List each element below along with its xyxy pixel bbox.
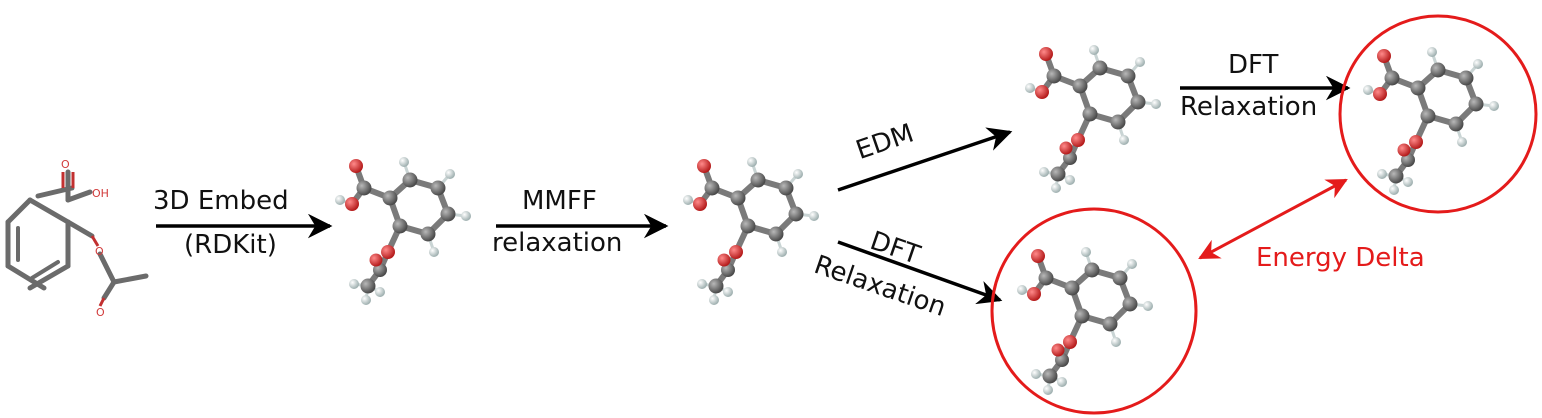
label-embed-line1: 3D Embed: [153, 186, 289, 216]
process-arrows: [156, 75, 1351, 305]
molecule-3d-mmff: [683, 157, 819, 305]
molecule-3d-dft-bottom: [1017, 247, 1153, 395]
molecule-2d-oxygen-marks: [61, 172, 106, 307]
skeletal-o-label-top: O: [61, 158, 70, 171]
energy-delta-arrow: [1198, 178, 1348, 260]
label-embed-line2: (RDKit): [184, 230, 277, 260]
label-energy-delta: Energy Delta: [1256, 243, 1425, 273]
label-dft-top-line1: DFT: [1228, 50, 1279, 80]
label-mmff-line1: MMFF: [522, 186, 597, 216]
highlight-circle-top: [1338, 14, 1538, 214]
label-dft-top-line2: Relaxation: [1180, 92, 1318, 122]
skeletal-o-label-ester: O: [95, 245, 104, 258]
skeletal-oh-label: OH: [92, 187, 109, 200]
arrow-dft-bottom: [837, 240, 1003, 305]
molecule-3d-dft-top: [1363, 47, 1499, 195]
arrow-edm: [837, 127, 1013, 192]
skeletal-o-label-carbonyl: O: [96, 306, 105, 319]
molecule-3d-edm: [1025, 45, 1161, 193]
molecule-3d-embedded: [335, 157, 471, 305]
label-mmff-line2: relaxation: [492, 228, 623, 258]
molecule-2d-icon: [5, 169, 149, 301]
highlight-circle-bottom: [990, 207, 1198, 415]
